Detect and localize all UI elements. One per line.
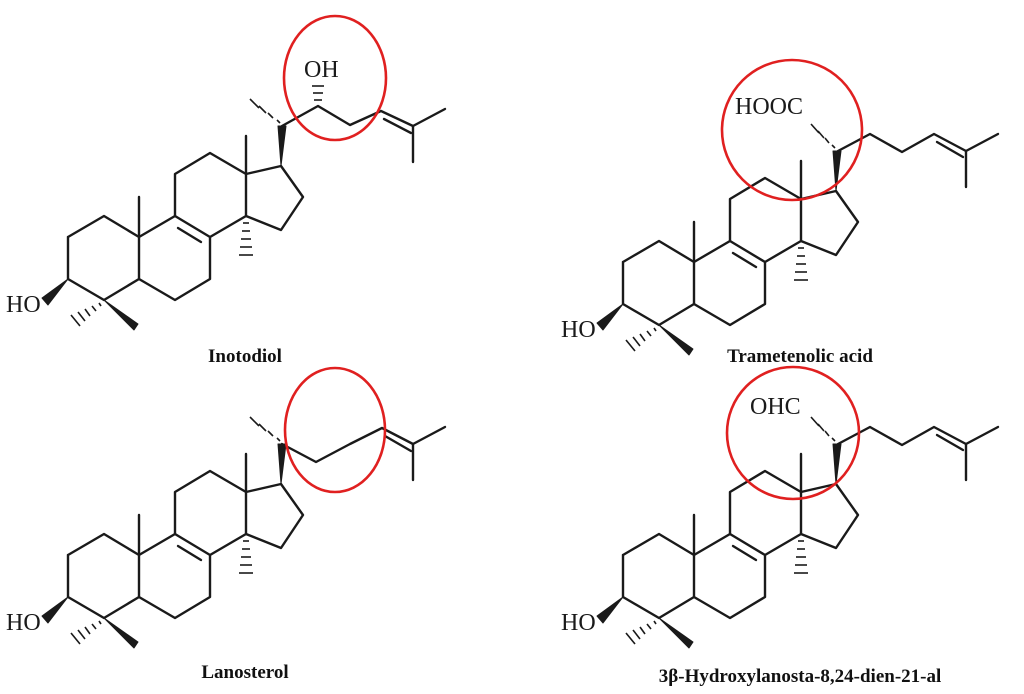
structure-hydroxylanostadienal: OHC HO 3β-Hydroxylanosta-8,24-dien-21-al xyxy=(561,365,1000,687)
structure-trametenolic-acid: HO HOOC Trametenolic acid xyxy=(561,58,1000,367)
highlight-circle xyxy=(725,365,861,501)
side-chain-label: OHC xyxy=(750,394,801,420)
structure-lanosterol: HO Lanosterol xyxy=(6,366,447,683)
steroid-core xyxy=(40,124,305,332)
compound-name: Lanosterol xyxy=(201,662,288,683)
ho-label: HO xyxy=(6,610,41,636)
compound-name: Inotodiol xyxy=(208,346,282,367)
compound-name: Trametenolic acid xyxy=(727,346,873,367)
ho-label: HO xyxy=(561,317,596,343)
compound-name: 3β-Hydroxylanosta-8,24-dien-21-al xyxy=(659,666,942,687)
steroid-core xyxy=(40,442,305,650)
highlight-circle xyxy=(282,14,388,142)
ho-label: HO xyxy=(561,610,596,636)
highlight-circle xyxy=(283,366,387,494)
steroid-core xyxy=(595,442,860,650)
steroid-core xyxy=(595,149,860,357)
ho-label: HO xyxy=(6,292,41,318)
side-chain-label: OH xyxy=(304,57,339,83)
side-chain-label: HOOC xyxy=(735,94,803,120)
structure-inotodiol: HO OH Inotodiol xyxy=(6,14,447,367)
highlight-circle xyxy=(720,58,864,202)
